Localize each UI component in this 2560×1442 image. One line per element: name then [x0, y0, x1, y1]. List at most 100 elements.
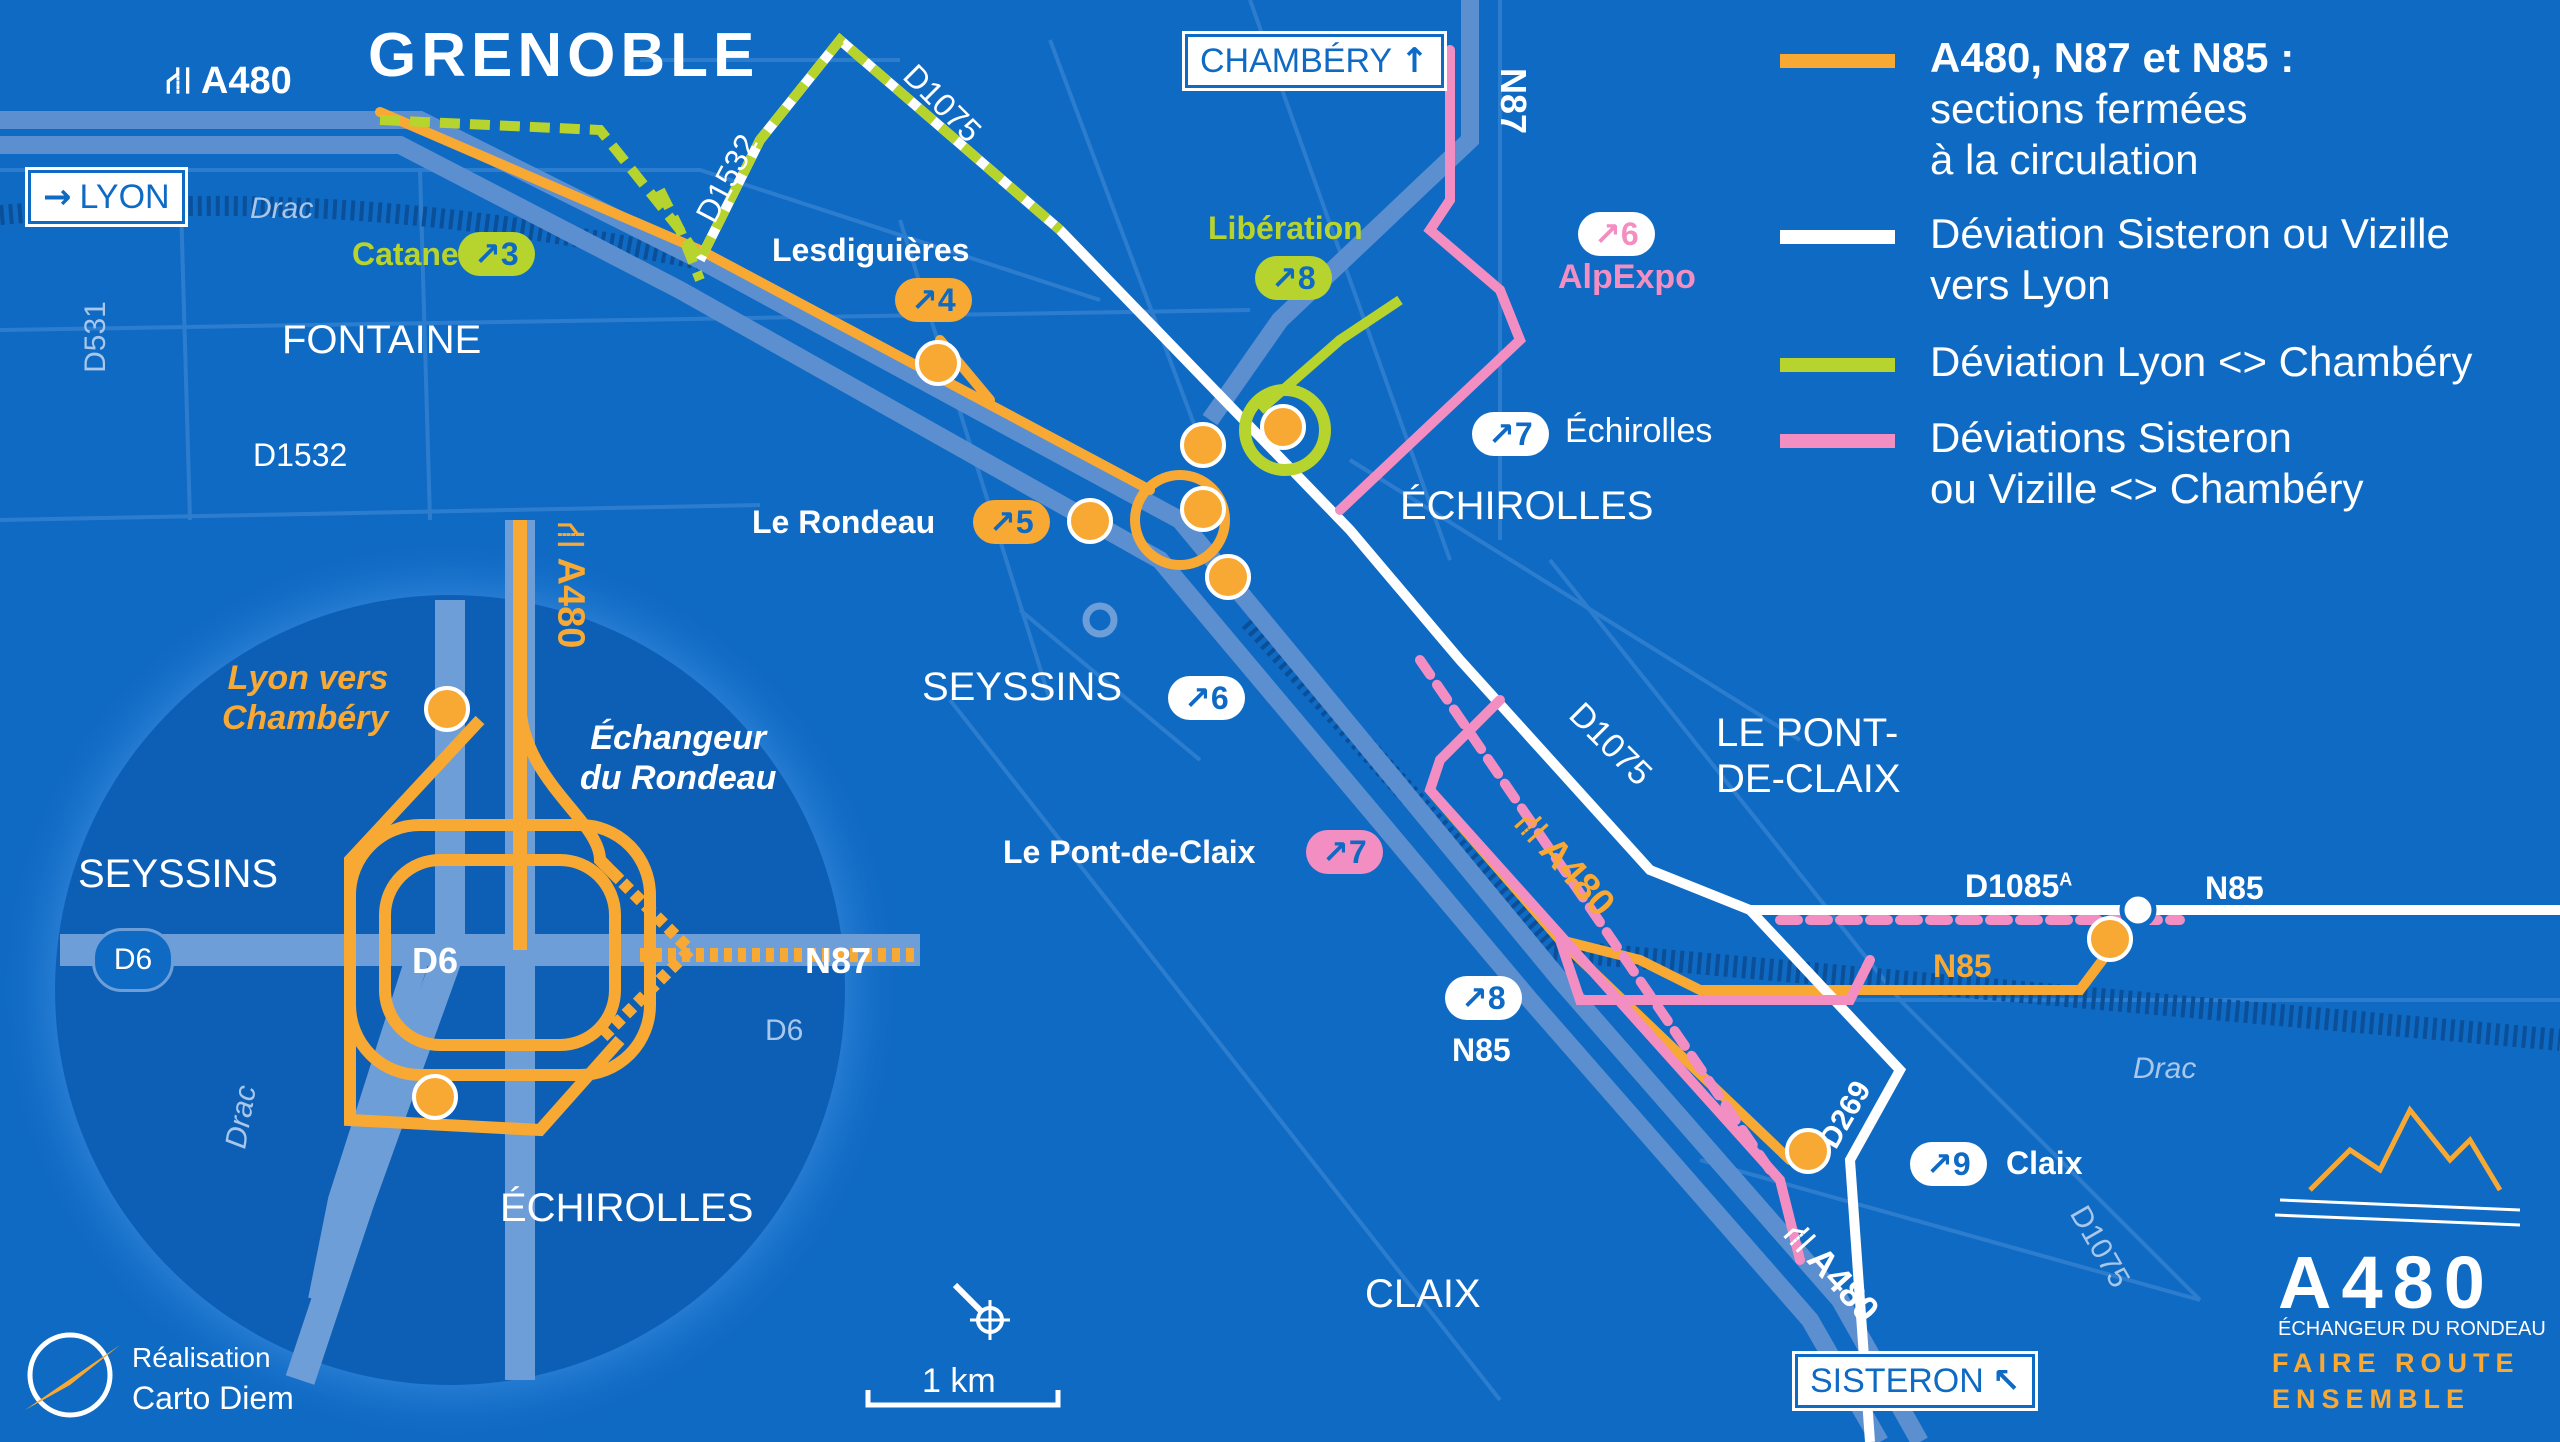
motorway-icon: ⛙: [549, 521, 594, 549]
inset-d6-badge-label: D6: [113, 943, 153, 976]
arrow-right-icon: →: [43, 177, 72, 217]
inset-echirolles: ÉCHIROLLES: [500, 1186, 754, 1230]
inset-seyssins: SEYSSINS: [78, 852, 279, 896]
exit-icon: ↗: [1184, 679, 1211, 717]
exit-icon: ↗: [1271, 259, 1298, 297]
exit-lesdiguieres-name: Lesdiguières: [772, 232, 970, 268]
exit-icon: ↗: [989, 503, 1016, 541]
closure-icon: [1205, 554, 1251, 600]
legend-label-green: Déviation Lyon <> Chambéry: [1930, 338, 2473, 385]
exit-alpexpo-name: AlpExpo: [1558, 258, 1696, 296]
place-pont-de-claix: LE PONT- DE-CLAIX: [1716, 711, 1901, 801]
exit-icon: ↗: [1461, 979, 1488, 1017]
brand-tag2: ENSEMBLE: [2272, 1384, 2471, 1414]
inset-n87: N87: [805, 940, 872, 981]
legend-swatch-closed: [1780, 54, 1895, 68]
place-seyssins: SEYSSINS: [922, 665, 1123, 709]
legend-label-closed: A480, N87 et N85 :: [1930, 34, 2295, 81]
road-d1085: D1085A: [1965, 868, 2073, 904]
legend-swatch-white: [1780, 230, 1895, 244]
road-n85-c: N85: [1452, 1032, 1511, 1068]
road-n85-b: N85: [1933, 948, 1992, 984]
closure-icon: [1180, 422, 1226, 468]
exit-8-liberation[interactable]: ↗8: [1255, 256, 1332, 300]
exit-6-seyssins[interactable]: ↗6: [1168, 676, 1245, 720]
motorway-icon: ⛙: [165, 58, 192, 102]
exit-9-claix[interactable]: ↗9: [1910, 1142, 1987, 1186]
inset-d6-badge: D6: [92, 928, 174, 992]
river-drac-b: Drac: [2133, 1052, 2197, 1085]
exit-icon: ↗: [1926, 1145, 1953, 1183]
exit-7-pont-de-claix[interactable]: ↗7: [1306, 830, 1383, 874]
inset-lyon-chambery: Lyon vers Chambéry: [222, 659, 389, 737]
road-d1532-b: D1532: [253, 437, 348, 473]
road-d1085-sup: A: [2059, 869, 2073, 890]
scale-bar: [865, 1390, 1061, 1408]
legend-swatch-pink: [1780, 434, 1895, 448]
closure-icon: [915, 340, 961, 386]
inset-a480: ⛙ A480: [549, 521, 594, 649]
inset-roads: [60, 520, 920, 1385]
brand-tag1: FAIRE ROUTE: [2272, 1348, 2520, 1378]
exit-liberation-name: Libération: [1208, 210, 1363, 246]
legend-item-closed: A480, N87 et N85 : sections fermées à la…: [1780, 32, 2294, 185]
legend-item-pink: Déviations Sisteron ou Vizille <> Chambé…: [1780, 412, 2363, 514]
exit-5[interactable]: ↗5: [973, 500, 1050, 544]
deviation-green: [379, 32, 1403, 476]
direction-sisteron: SISTERON ↖: [1791, 1351, 2039, 1411]
inset-echangeur: Échangeur du Rondeau: [580, 719, 777, 797]
arrow-up-icon: ↑: [1400, 41, 1429, 81]
direction-chambery: CHAMBÉRY ↑: [1182, 31, 1447, 91]
legend-item-white: Déviation Sisteron ou Vizille vers Lyon: [1780, 208, 2450, 310]
deviation-white: [695, 32, 2560, 915]
direction-lyon: → LYON: [25, 167, 188, 227]
exit-3[interactable]: ↗3: [458, 232, 535, 276]
mountain-logo-icon: [2274, 1105, 2521, 1227]
river-drac-a: Drac: [250, 192, 314, 225]
exit-7-echirolles[interactable]: ↗7: [1472, 412, 1549, 456]
direction-chambery-label: CHAMBÉRY: [1200, 41, 1393, 80]
credit-line2: Carto Diem: [132, 1380, 294, 1416]
deviation-pink: [1335, 45, 2185, 1265]
place-fontaine: FONTAINE: [282, 318, 482, 362]
exit-icon: ↗: [1322, 833, 1349, 871]
inset-d6-b: D6: [765, 1014, 804, 1047]
closure-icon: [1785, 1128, 1831, 1174]
legend-swatch-green: [1780, 358, 1895, 372]
direction-sisteron-label: SISTERON: [1810, 1361, 1984, 1400]
inset-d6-a: D6: [412, 940, 459, 981]
exit-catane-name: Catane: [352, 236, 459, 272]
closure-icon: [424, 686, 470, 732]
credit-line1: Réalisation: [132, 1342, 271, 1373]
exit-icon: ↗: [1594, 215, 1621, 253]
compass-icon: [952, 1282, 1010, 1340]
exit-rondeau-name: Le Rondeau: [752, 504, 936, 540]
city-label: GRENOBLE: [368, 21, 760, 90]
closure-icon: [1260, 404, 1306, 450]
exit-icon: ↗: [911, 281, 938, 319]
place-echirolles: ÉCHIROLLES: [1400, 484, 1654, 528]
exit-echirolles-name: Échirolles: [1565, 412, 1713, 450]
exit-4[interactable]: ↗4: [895, 278, 972, 322]
road-n87: N87: [1493, 67, 1535, 135]
roundabout-n85: [2119, 891, 2157, 929]
exit-icon: ↗: [474, 235, 501, 273]
exit-8-n85[interactable]: ↗8: [1445, 976, 1522, 1020]
direction-lyon-label: LYON: [79, 177, 170, 216]
legend-label-white: Déviation Sisteron ou Vizille vers Lyon: [1930, 210, 2450, 308]
legend-label-pink: Déviations Sisteron ou Vizille <> Chambé…: [1930, 414, 2364, 512]
brand-title: A480: [2278, 1241, 2495, 1324]
exit-pont-de-claix-name: Le Pont-de-Claix: [1003, 834, 1256, 870]
road-a480-top: ⛙ A480: [165, 58, 292, 102]
brand-subtitle: ÉCHANGEUR DU RONDEAU: [2278, 1318, 2546, 1340]
scale-label: 1 km: [922, 1362, 996, 1400]
closure-icon: [412, 1074, 458, 1120]
exit-6-alpexpo[interactable]: ↗6: [1578, 212, 1655, 256]
closure-icon: [2087, 916, 2133, 962]
closure-icon: [1067, 498, 1113, 544]
place-claix: CLAIX: [1365, 1272, 1481, 1316]
arrow-down-left-icon: ↖: [1991, 1361, 2021, 1401]
closure-icon: [1180, 486, 1226, 532]
carto-diem-logo-icon: [25, 1332, 120, 1418]
exit-claix-name: Claix: [2006, 1145, 2083, 1181]
